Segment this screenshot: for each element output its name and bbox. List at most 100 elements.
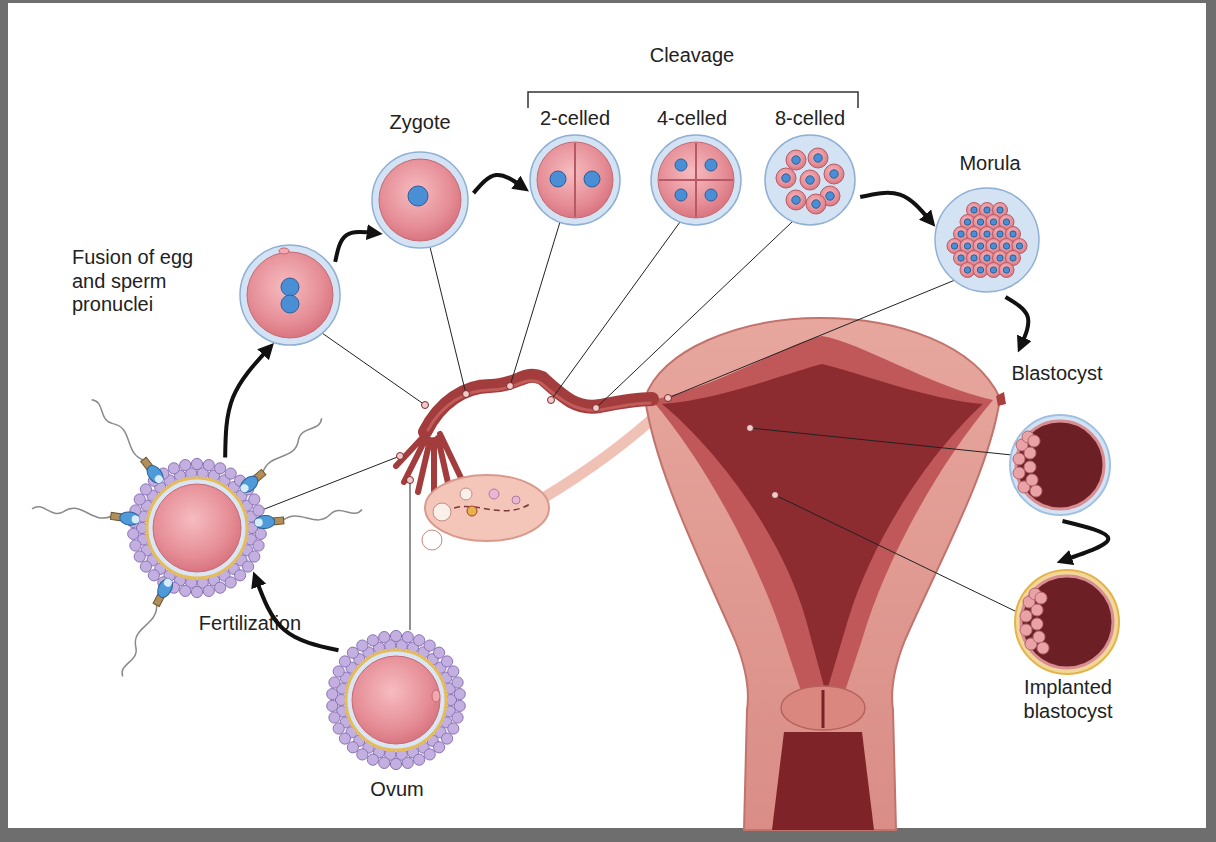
stage-node: Ovum — [326, 630, 466, 770]
stage-arrow — [1006, 297, 1029, 345]
nucleus — [792, 196, 800, 204]
nucleus — [550, 171, 566, 187]
embryo-illustration — [326, 630, 466, 770]
stage-arrow — [225, 349, 268, 458]
corona-cell — [367, 635, 378, 646]
leader-dot — [397, 383, 779, 499]
blastomere — [786, 190, 806, 210]
sperm-cell — [119, 511, 141, 527]
embryo-illustration — [1021, 576, 1113, 668]
cytoplasm — [153, 484, 241, 572]
corona-cell — [255, 528, 266, 539]
corona-cell — [390, 758, 401, 769]
embryo-illustration — [327, 630, 466, 769]
sperm-cell — [117, 603, 161, 677]
cytoplasm — [379, 159, 461, 241]
leader-line — [262, 222, 1017, 630]
cytoplasm — [352, 656, 440, 744]
corona-cell — [203, 585, 214, 596]
corona-cell — [347, 742, 358, 753]
embryo-illustration — [530, 135, 620, 225]
ovary — [512, 496, 520, 504]
leader-line — [410, 480, 411, 630]
inner-cell-mass — [1013, 467, 1025, 479]
stage-name: Fusion of egg and sperm pronuclei — [72, 246, 207, 317]
nucleus — [964, 243, 970, 249]
leader-line — [596, 222, 792, 408]
corona-cell — [215, 582, 226, 593]
ovary — [422, 475, 549, 550]
blastomere — [806, 194, 826, 214]
leader-dot — [593, 405, 600, 412]
nucleus — [281, 295, 299, 313]
corona-cell — [379, 631, 390, 642]
stage-name: 8-celled — [750, 107, 870, 131]
inner-cell-mass — [1037, 642, 1049, 654]
nucleus — [408, 186, 428, 206]
sperm-cell — [239, 483, 250, 494]
uterus — [996, 392, 1006, 406]
stage-name: Ovum — [342, 778, 452, 802]
stage-label: Implanted blastocyst — [1003, 676, 1133, 723]
nucleus — [990, 219, 996, 225]
corona-cell — [414, 754, 425, 765]
embryo-illustration — [765, 135, 855, 225]
uterus — [772, 732, 874, 830]
leader-line — [668, 280, 955, 398]
stage-label: Zygote — [360, 111, 480, 135]
stage-name: Zygote — [360, 111, 480, 135]
sperm-cell — [282, 508, 362, 523]
sperm-cell — [32, 502, 112, 521]
stage-node: 2-celled — [530, 135, 620, 225]
corona-cell — [402, 757, 413, 768]
leader-line — [551, 222, 680, 400]
embryo-illustration — [659, 143, 733, 217]
corona-cell — [402, 631, 413, 642]
corona-cell — [333, 723, 344, 734]
ovary — [425, 475, 549, 541]
ovary — [460, 488, 472, 500]
nucleus — [705, 159, 717, 171]
sperm-cell — [91, 396, 146, 464]
stage-arrow — [1062, 521, 1108, 560]
corona-cell — [329, 677, 340, 688]
nucleus — [977, 219, 983, 225]
corona-cell — [180, 585, 191, 596]
corona-cell — [452, 712, 463, 723]
stage-label: 4-celled — [632, 107, 752, 131]
sperm-cell — [153, 474, 164, 485]
nucleus — [958, 231, 964, 237]
leader-dot — [463, 391, 470, 398]
corona-cell — [225, 577, 236, 588]
corona-cell — [424, 640, 435, 651]
nucleus — [971, 207, 977, 213]
nucleus — [281, 278, 299, 296]
embryo-illustration — [372, 152, 468, 248]
ovary — [445, 504, 530, 512]
zona-pellucida — [372, 152, 468, 248]
nucleus — [951, 243, 957, 249]
corona-cell — [452, 677, 463, 688]
nucleus — [1003, 219, 1009, 225]
embryo-illustration — [765, 135, 855, 225]
cleavage-bracket — [528, 92, 858, 108]
embryo-illustration — [372, 152, 468, 248]
sperm-cell — [254, 507, 363, 529]
embryo-illustration — [432, 690, 440, 702]
nucleus — [792, 156, 800, 164]
embryo-illustration — [1015, 570, 1119, 674]
stage-name: Morula — [930, 152, 1050, 176]
corona-cell — [357, 749, 368, 760]
zona-pellucida — [346, 650, 446, 750]
embryo-illustration — [1010, 415, 1110, 515]
corona-cell — [441, 733, 452, 744]
inner-cell-mass — [1031, 604, 1043, 616]
stage-node: 4-celled — [651, 135, 741, 225]
nucleus — [826, 192, 834, 200]
ovary — [489, 489, 499, 499]
sperm-cell — [237, 416, 328, 495]
ovary — [422, 530, 442, 550]
stage-label: Fertilization — [175, 612, 325, 636]
